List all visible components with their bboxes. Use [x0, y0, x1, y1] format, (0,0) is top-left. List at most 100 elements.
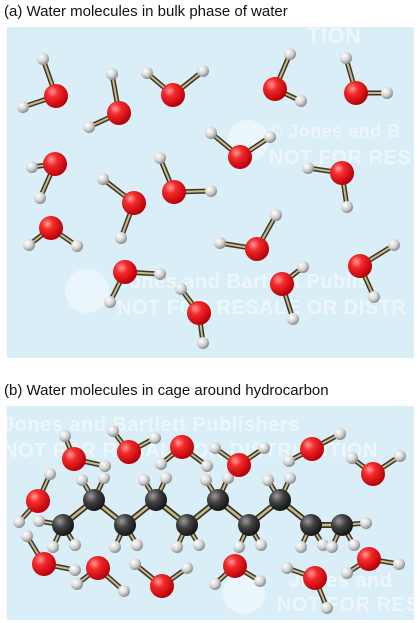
hydrogen-atom [381, 87, 393, 99]
hydrogen-atom [98, 472, 110, 484]
hydrogen-atom [76, 474, 88, 486]
hydrogen-atom [118, 585, 130, 597]
carbon-atom [300, 514, 322, 536]
oxygen-atom [245, 237, 269, 261]
carbon-atom [145, 489, 167, 511]
hydrogen-atom [141, 67, 153, 79]
water-molecule-icon [155, 435, 213, 472]
oxygen-atom [113, 260, 137, 284]
oxygen-atom [263, 77, 287, 101]
hydrogen-atom [201, 460, 213, 472]
watermark-fragment: TION [307, 27, 362, 48]
hydrogen-atom [59, 430, 71, 442]
hydrogen-atom [69, 564, 81, 576]
hydrogen-atom [69, 539, 81, 551]
water-molecule-icon [141, 65, 209, 107]
water-molecule-icon [270, 261, 309, 325]
water-molecule-icon [21, 530, 81, 576]
hydrogen-atom [255, 539, 267, 551]
water-molecule-icon [205, 127, 276, 169]
oxygen-atom [161, 83, 185, 107]
water-molecule-icon [175, 283, 211, 349]
water-molecule-icon [346, 450, 406, 486]
water-molecule-icon [83, 68, 131, 133]
hydrogen-atom [154, 268, 166, 280]
hydrogen-atom [97, 173, 109, 185]
hydrogen-atom [160, 472, 172, 484]
carbon-atom [176, 514, 198, 536]
hydrogen-atom [346, 452, 358, 464]
hydrogen-atom [270, 209, 282, 221]
hydrogen-atom [149, 432, 161, 444]
hydrogen-atom [197, 337, 209, 349]
hydrogen-atom [222, 472, 234, 484]
water-molecule-icon [281, 562, 333, 614]
water-molecule-icon [263, 48, 307, 107]
hydrogen-atom [326, 541, 338, 553]
oxygen-atom [300, 437, 324, 461]
hydrogen-atom [21, 530, 33, 542]
hydrogen-atom [23, 239, 35, 251]
carbon-atom [207, 489, 229, 511]
hydrogen-atom [209, 578, 221, 590]
hydrogen-atom [287, 313, 299, 325]
hydrogen-atom [131, 539, 143, 551]
oxygen-atom [150, 574, 174, 598]
hydrogen-atom [171, 541, 183, 553]
carbon-atom [83, 489, 105, 511]
hydrogen-atom [205, 127, 217, 139]
oxygen-atom [344, 81, 368, 105]
hydrogen-atom [37, 53, 49, 65]
water-molecule-icon [340, 52, 393, 105]
watermark-fragment: NOT FOR RES [277, 594, 414, 616]
hydrogen-atom [83, 121, 95, 133]
hydrogen-atom [283, 455, 295, 467]
hydrogen-atom [317, 539, 329, 551]
watermark-logo-icon [65, 269, 109, 313]
hydrogen-atom [209, 442, 221, 454]
water-molecule-icon [23, 216, 83, 252]
hydrogen-atom [262, 474, 274, 486]
water-molecule-icon [341, 547, 405, 579]
hydrogen-atom [254, 575, 266, 587]
hydrogen-atom [302, 162, 314, 174]
hydrogen-atom [348, 539, 360, 551]
oxygen-atom [357, 547, 381, 571]
water-molecule-icon [129, 558, 193, 598]
hydrogen-atom [295, 95, 307, 107]
oxygen-atom [228, 145, 252, 169]
water-molecule-icon [348, 239, 400, 303]
hydrogen-atom [13, 516, 25, 528]
hydrogen-atom [233, 541, 245, 553]
hydrogen-atom [34, 192, 46, 204]
hydrogen-atom [181, 562, 193, 574]
hydrogen-atom [321, 602, 333, 614]
oxygen-atom [26, 489, 50, 513]
hydrogen-atom [394, 450, 406, 462]
oxygen-atom [44, 84, 68, 108]
water-molecule-icon [97, 173, 146, 244]
oxygen-atom [62, 447, 86, 471]
carbon-atom [114, 514, 136, 536]
hydrogen-atom [360, 517, 372, 529]
oxygen-atom [32, 552, 56, 576]
hydrogen-atom [284, 472, 296, 484]
water-molecule-icon [154, 152, 217, 204]
oxygen-atom [117, 440, 141, 464]
hydrocarbon-chain-icon [33, 472, 372, 553]
oxygen-atom [107, 101, 131, 125]
hydrogen-atom [175, 283, 187, 295]
hydrogen-atom [205, 185, 217, 197]
hydrogen-atom [200, 474, 212, 486]
hydrogen-atom [17, 101, 29, 113]
hydrogen-atom [33, 515, 45, 527]
hydrogen-atom [281, 562, 293, 574]
oxygen-atom [227, 453, 251, 477]
oxygen-atom [43, 152, 67, 176]
panel-b-hydrocarbon-cage: Jones and Bartlett Publishers NOT FOR RE… [7, 406, 414, 620]
panel-a-label: (a) Water molecules in bulk phase of wat… [4, 3, 288, 20]
hydrogen-atom [47, 541, 59, 553]
oxygen-atom [223, 554, 247, 578]
water-molecule-icon [13, 468, 56, 528]
